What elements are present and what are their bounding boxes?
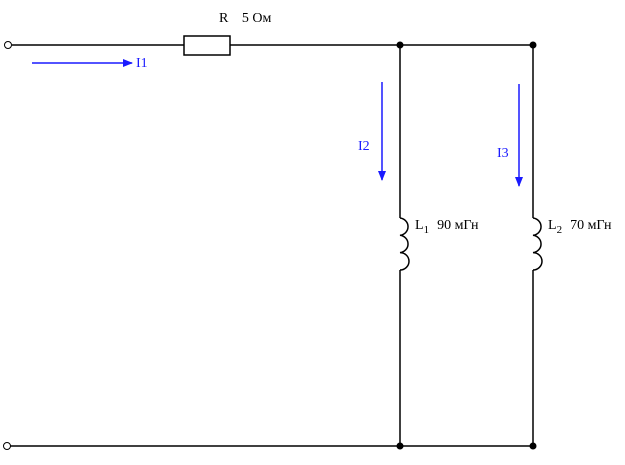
junction-node bbox=[396, 442, 404, 450]
resistor-value: 5 Ом bbox=[242, 11, 272, 26]
inductor-l2-subscript: 2 bbox=[557, 224, 563, 236]
junction-node bbox=[396, 41, 404, 49]
inductor-l2-label: L2 70 мГн bbox=[548, 218, 612, 236]
inductor-l1-name: L bbox=[415, 218, 424, 233]
current-i1-label: I1 bbox=[136, 56, 148, 71]
current-i3-label: I3 bbox=[497, 146, 509, 161]
terminal-top bbox=[4, 41, 12, 49]
terminal-bottom bbox=[3, 442, 11, 450]
inductor-l2-name: L bbox=[548, 218, 557, 233]
junction-node bbox=[529, 41, 537, 49]
junction-node bbox=[529, 442, 537, 450]
wires bbox=[10, 44, 534, 447]
inductor-l1-value: 90 мГн bbox=[437, 218, 479, 233]
resistor-name: R bbox=[219, 11, 229, 26]
resistor-label: R 5 Ом bbox=[219, 11, 271, 26]
inductor-l2-value: 70 мГн bbox=[570, 218, 612, 233]
inductor-l1-symbol bbox=[399, 217, 410, 271]
inductor-l2-symbol bbox=[532, 217, 543, 271]
inductor-l1-label: L1 90 мГн bbox=[415, 218, 479, 236]
inductor-l1-subscript: 1 bbox=[424, 224, 430, 236]
resistor-symbol bbox=[183, 35, 231, 56]
current-i2-label: I2 bbox=[358, 139, 370, 154]
